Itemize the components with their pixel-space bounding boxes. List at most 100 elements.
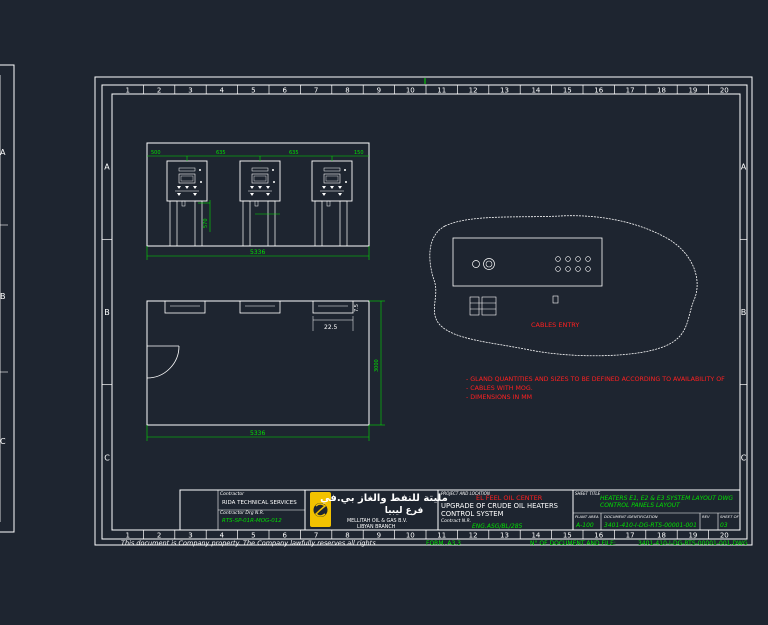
dim-label: 3000: [374, 359, 380, 372]
panel-support-leg: [194, 200, 203, 247]
column-label: 8: [345, 532, 349, 540]
column-label: 3: [188, 87, 192, 95]
cables-entry-label: CABLES ENTRY: [531, 321, 579, 329]
column-label: 19: [688, 532, 697, 540]
row-labels-right: ABC: [740, 163, 747, 462]
row-label: A: [104, 163, 110, 172]
panel-support-leg: [314, 200, 323, 247]
gland-hole: [483, 258, 495, 270]
control-panels-front: [166, 156, 353, 247]
column-label: 14: [531, 532, 540, 540]
control-panel: [239, 156, 281, 247]
gland-hole: [575, 256, 581, 262]
column-label: 6: [282, 532, 287, 540]
column-label: 16: [594, 87, 603, 95]
column-label: 15: [563, 532, 572, 540]
company-name-english: MELLITAH OIL & GAS B.V.: [347, 518, 407, 524]
panel-support-leg: [339, 200, 348, 247]
dim-label: 635: [289, 150, 299, 156]
column-label: 4: [220, 87, 225, 95]
gland-hole: [472, 260, 480, 268]
dim-overall: 5336: [250, 249, 265, 256]
left-row-label: C: [0, 437, 6, 446]
column-label: 16: [594, 532, 603, 540]
note-line: - DIMENSIONS IN MM: [466, 394, 532, 401]
company-name-arabic: مليتة للنفط والغاز بي.في: [320, 493, 448, 504]
doc-id: 3401-410-I-DG-RTS-00001-001: [604, 522, 697, 529]
dim-label: 150: [354, 150, 364, 156]
contract-number: ENG.ASG/BL/285: [472, 523, 523, 530]
door-swing: [146, 345, 180, 379]
doc-file-label: N° OF DOCUMENT AND FILE:: [530, 540, 616, 547]
column-label: 2: [157, 532, 161, 540]
note-line: - GLAND QUANTITIES AND SIZES TO BE DEFIN…: [466, 376, 725, 383]
left-sheet-fragment: A B C: [0, 64, 15, 533]
column-label: 20: [720, 87, 729, 95]
dim-label: 500: [151, 150, 161, 156]
panel-support-leg: [267, 200, 276, 247]
column-label: 6: [282, 87, 287, 95]
column-label: 17: [626, 532, 635, 540]
column-label: 11: [437, 532, 446, 540]
column-label: 3: [188, 532, 192, 540]
sheet-footer: This document is Company property. The C…: [121, 539, 748, 547]
sheet-title-line: HEATERS E1, E2 & E3 SYSTEM LAYOUT DWG: [600, 495, 733, 502]
column-label: 15: [563, 87, 572, 95]
column-label: 5: [251, 532, 255, 540]
row-label: A: [741, 163, 747, 172]
form-number: FORM. A3.3: [426, 540, 461, 547]
column-label: 5: [251, 87, 255, 95]
column-label: 9: [377, 87, 381, 95]
dim-overall: 5336: [250, 430, 265, 437]
sheet-frame: [94, 76, 753, 546]
left-row-label: B: [0, 292, 6, 301]
contractor-label: Contractor: [220, 491, 245, 497]
column-label: 13: [500, 87, 509, 95]
gland-hole: [565, 256, 571, 262]
plan-view: 22.5 7.5 3000 5336: [146, 300, 385, 441]
row-label: B: [741, 308, 747, 317]
column-label: 1: [125, 532, 129, 540]
column-label: 19: [688, 87, 697, 95]
dim-label: 570: [203, 218, 209, 228]
gland-hole-grid: [555, 256, 591, 272]
left-row-label: A: [0, 148, 6, 157]
column-label: 13: [500, 532, 509, 540]
gland-hole: [585, 256, 591, 262]
sheet-title-line: CONTROL PANELS LAYOUT: [600, 502, 681, 509]
revision-cloud: [429, 215, 698, 357]
doc-file: 3401-410-I-DG-RTS-00001-001.DWG: [638, 540, 748, 547]
row-label: B: [104, 308, 110, 317]
gland-hole: [555, 266, 561, 272]
project-location: EL FEEL OIL CENTER: [476, 494, 543, 502]
control-panel: [166, 156, 208, 247]
terminal-block: [469, 296, 480, 316]
cable-entry-detail: CABLES ENTRY: [429, 215, 698, 357]
column-label: 7: [314, 87, 318, 95]
column-label: 9: [377, 532, 381, 540]
project-title-line: UPGRADE OF CRUDE OIL HEATERS: [441, 502, 558, 510]
project-title-line: CONTROL SYSTEM: [441, 510, 504, 518]
rev-label: REV: [702, 514, 710, 519]
column-label: 4: [220, 532, 225, 540]
gland-hole: [565, 266, 571, 272]
sheet-title-label: SHEET TITLE: [575, 491, 601, 496]
panel-footprint: [164, 300, 206, 314]
column-label: 2: [157, 87, 161, 95]
panel-support-leg: [169, 200, 178, 247]
column-label: 11: [437, 87, 446, 95]
dim-label: 635: [216, 150, 226, 156]
column-label: 17: [626, 87, 635, 95]
sheet-of: 03: [720, 522, 728, 529]
note-line: - CABLES WITH MOG.: [466, 385, 533, 392]
contractor-drg-number: RTS-SP-01R-MOG-012: [222, 518, 282, 524]
contractor-drg-label: Contractor Drg N.R.: [220, 510, 264, 516]
contractor-name: RIDA TECHNICAL SERVICES: [222, 500, 297, 506]
panel-footprint: [312, 300, 354, 314]
front-elevation-view: 500 635 635 150 570 5336: [146, 142, 370, 260]
row-labels-left: ABC: [102, 163, 112, 462]
column-label: 10: [406, 87, 415, 95]
